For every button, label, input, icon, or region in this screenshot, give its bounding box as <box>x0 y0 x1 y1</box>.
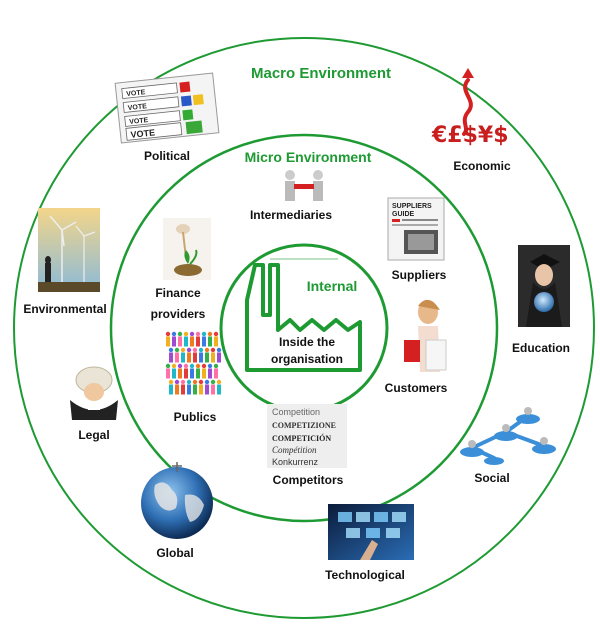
wind-turbine-icon <box>38 208 100 292</box>
global-label: Global <box>156 546 193 560</box>
political-label: Political <box>144 149 190 163</box>
svg-text:€£$¥$: €£$¥$ <box>431 123 509 148</box>
graduate-icon <box>518 245 570 327</box>
svg-text:Compétition: Compétition <box>272 445 317 455</box>
organisation-text: organisation <box>271 352 343 366</box>
competitors-label: Competitors <box>273 473 344 487</box>
core-text-backdrop <box>272 332 342 364</box>
economic-label: Economic <box>453 159 511 173</box>
globe-icon <box>141 462 213 539</box>
touchscreen-icon <box>328 504 414 560</box>
svg-text:VOTE: VOTE <box>129 117 149 126</box>
micro-ring <box>109 133 499 523</box>
svg-text:Competition: Competition <box>272 407 320 417</box>
inside-the-text: Inside the <box>279 335 335 349</box>
finance-label-line2: providers <box>151 307 206 321</box>
publics-label: Publics <box>174 410 217 424</box>
competition-words-icon: Competition COMPETIZIONE COMPETICIÓN Com… <box>267 404 347 468</box>
svg-text:VOTE: VOTE <box>127 103 147 112</box>
money-plant-icon <box>163 218 211 280</box>
vote-ballot-icon: VOTE VOTE VOTE VOTE <box>114 72 220 144</box>
svg-text:COMPETIZIONE: COMPETIZIONE <box>272 421 336 430</box>
handshake-icon <box>285 170 323 201</box>
social-label: Social <box>474 471 509 485</box>
suppliers-label: Suppliers <box>392 268 447 282</box>
svg-text:VOTE: VOTE <box>130 127 155 140</box>
judge-icon <box>70 366 118 420</box>
network-icon <box>460 407 556 465</box>
technological-label: Technological <box>325 568 405 582</box>
shopper-icon <box>404 299 447 372</box>
education-label: Education <box>512 341 570 355</box>
customers-label: Customers <box>385 381 448 395</box>
svg-text:GUIDE: GUIDE <box>392 211 415 218</box>
suppliers-guide-icon: SUPPLIERS GUIDE <box>387 197 445 261</box>
macro-environment-title: Macro Environment <box>251 65 391 82</box>
finance-label-line1: Finance <box>155 286 201 300</box>
factory-icon <box>245 258 362 372</box>
svg-text:COMPETICIÓN: COMPETICIÓN <box>272 433 331 443</box>
svg-text:SUPPLIERS: SUPPLIERS <box>392 203 432 210</box>
environmental-label: Environmental <box>23 302 106 316</box>
internal-title: Internal <box>307 278 358 294</box>
svg-text:Konkurrenz: Konkurrenz <box>272 457 319 467</box>
intermediaries-label: Intermediaries <box>250 208 332 222</box>
currency-icon: €£$¥$ <box>431 68 509 148</box>
macro-ring <box>13 37 595 619</box>
legal-label: Legal <box>78 428 109 442</box>
svg-text:VOTE: VOTE <box>126 89 146 98</box>
micro-environment-title: Micro Environment <box>245 149 372 165</box>
crowd-icon <box>165 331 222 395</box>
